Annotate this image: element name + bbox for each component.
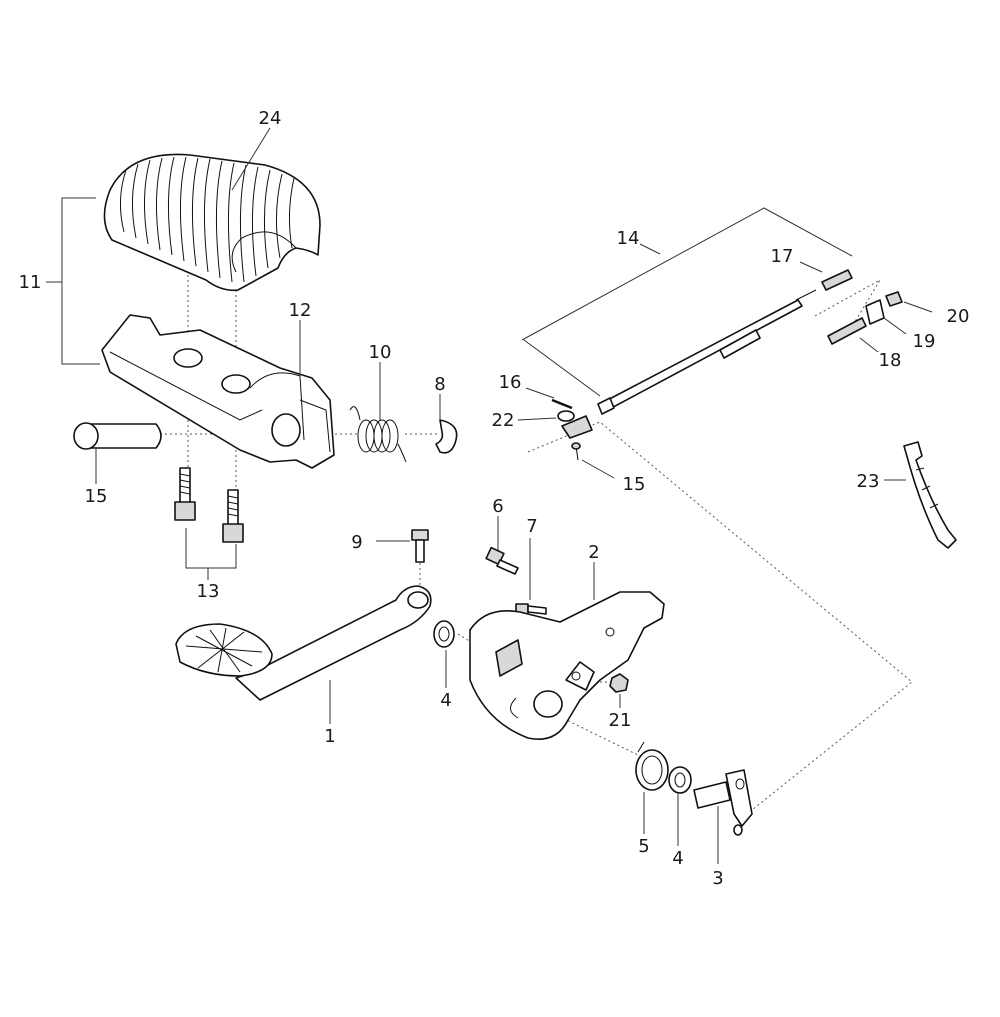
footrest-bolts: [174, 467, 244, 543]
callout-15-right: 15: [623, 474, 646, 495]
washers: [433, 620, 692, 794]
callout-15-left: 15: [85, 486, 108, 507]
callout-11: 11: [19, 272, 42, 293]
return-spring: [349, 406, 407, 463]
lock-nut: [609, 673, 629, 693]
callout-4-right: 4: [672, 848, 683, 869]
torsion-spring: [635, 741, 669, 791]
callout-18: 18: [879, 350, 902, 371]
callout-labels: 24 11 12 10 8 15 13 9 1 4 6 7 2 21 5 4 3…: [19, 108, 970, 889]
callout-21: 21: [609, 710, 632, 731]
leader-lines: [46, 127, 933, 864]
callout-2: 2: [588, 542, 599, 563]
linkage-rod: [597, 289, 817, 415]
callout-3: 3: [712, 868, 723, 889]
side-lever: [903, 441, 957, 549]
callout-9: 9: [351, 532, 362, 553]
callout-23: 23: [857, 471, 880, 492]
callout-10: 10: [369, 342, 392, 363]
clevis-parts: [865, 291, 903, 325]
clevis-assembly: [551, 398, 593, 461]
callout-22: 22: [492, 410, 515, 431]
callout-16: 16: [499, 372, 522, 393]
mount-bolts: [485, 546, 547, 615]
pivot-shaft: [693, 769, 753, 836]
pedal-bolt: [411, 529, 429, 563]
callout-1: 1: [324, 726, 335, 747]
callout-17: 17: [771, 246, 794, 267]
callout-24: 24: [259, 108, 282, 129]
callout-4-left: 4: [440, 690, 451, 711]
small-spring: [827, 317, 867, 345]
callout-19: 19: [913, 331, 936, 352]
rubber-ribs: [120, 156, 295, 283]
brake-pedal: [175, 585, 432, 701]
callout-20: 20: [947, 306, 970, 327]
callout-7: 7: [526, 516, 537, 537]
pedal-bracket: [469, 591, 665, 740]
callout-5: 5: [638, 836, 649, 857]
footrest-bracket: [101, 314, 335, 469]
callout-6: 6: [492, 496, 503, 517]
callout-12: 12: [289, 300, 312, 321]
e-clip: [435, 419, 458, 454]
callout-14: 14: [617, 228, 640, 249]
pivot-pin: [73, 422, 162, 450]
footrest-rubber: [103, 153, 321, 292]
threaded-adjuster: [821, 269, 853, 291]
callout-13: 13: [197, 581, 220, 602]
callout-8: 8: [434, 374, 445, 395]
